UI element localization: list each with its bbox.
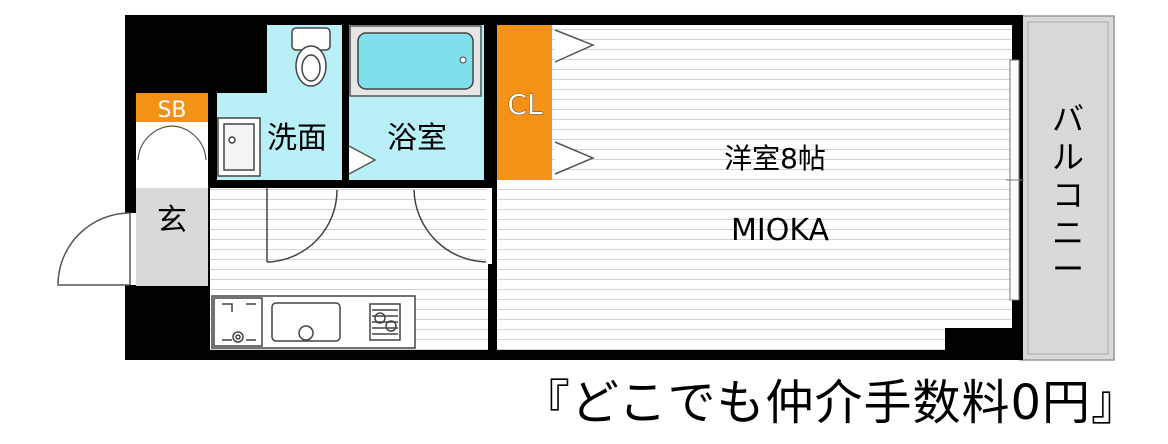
washroom-corner [210,25,267,93]
bathtub-icon [357,32,474,90]
fridge-icon [213,297,263,347]
kitchen-sink-icon [271,302,341,342]
shoe-box-door-icon [137,125,207,161]
closet-label: CL [507,88,543,121]
stove-icon [369,303,401,341]
shoe-box [136,93,208,122]
brand-label: MIOKA [731,213,829,248]
room-corner-pillar [945,328,1012,350]
promo-slogan: 『どこでも仲介手数料0円』 [521,375,1140,431]
balcony-rail [1027,21,1109,355]
shoe-box-label: SB [157,98,186,123]
closet-area [497,25,552,180]
bath-door-icon [348,145,377,175]
entrance-upper [136,122,208,188]
bathtub-drain [459,56,467,64]
washroom-label: 洗面 [267,121,327,156]
balcony-label: バ ル コ ニ ー [1052,100,1084,288]
balcony-char-1: バ [1052,100,1084,138]
bathroom-label: 浴室 [387,121,447,156]
room-door-opening [486,188,492,264]
toilet-icon [291,27,331,87]
balcony-char-2: ル [1052,138,1084,176]
balcony-char-5: ー [1052,250,1084,288]
wash-basin-icon [217,117,261,177]
entrance-label: 玄 [157,203,187,238]
balcony-char-4: ニ [1052,214,1084,252]
closet-door-bottom [554,141,595,175]
entrance-door-icon [57,212,136,286]
closet-door-top [554,29,595,63]
washroom-door-icon [266,188,338,263]
balcony-area [1019,15,1115,361]
western-room-floor [497,25,1012,350]
western-room-label: 洋室8帖 [724,142,826,175]
balcony-char-3: コ [1052,176,1084,214]
entrance-floor [136,188,208,286]
